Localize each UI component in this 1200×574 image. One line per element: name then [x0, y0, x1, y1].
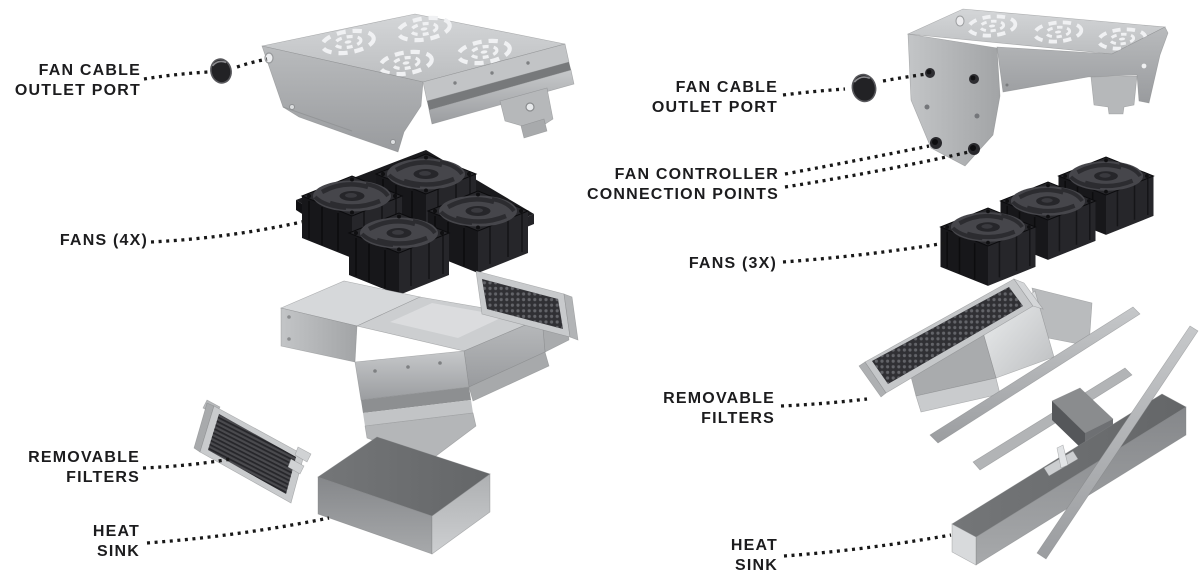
left-fans-4x [296, 150, 534, 295]
left-removable-filter [193, 399, 312, 504]
label-left-fans-4x: FANS (4X) [60, 231, 148, 251]
label-line: FAN CABLE [675, 79, 778, 96]
label-line: SINK [96, 543, 140, 560]
label-line: FANS (4X) [59, 232, 148, 249]
label-line: HEAT [92, 523, 140, 540]
left-fan-cable-outlet-plug [210, 58, 232, 84]
label-right-removable-filters: REMOVABLE FILTERS [663, 389, 775, 429]
label-right-heat-sink: HEAT SINK [731, 536, 778, 574]
leader-lines [142, 57, 970, 558]
label-line: FAN CONTROLLER [614, 166, 779, 183]
left-heat-sink [317, 436, 491, 555]
label-right-fans-3x: FANS (3X) [689, 254, 777, 274]
label-line: FILTERS [66, 469, 140, 486]
label-line: CONNECTION POINTS [587, 186, 779, 203]
label-line: HEAT [730, 537, 778, 554]
label-line: SINK [734, 557, 778, 574]
label-line: OUTLET PORT [14, 82, 141, 99]
label-right-fan-cable-outlet-port: FAN CABLE OUTLET PORT [652, 78, 778, 118]
left-top-cover-bracket [261, 14, 575, 153]
right-removable-filter [858, 278, 1044, 398]
label-line: REMOVABLE [28, 449, 140, 466]
label-line: FANS (3X) [688, 255, 777, 272]
label-left-heat-sink: HEAT SINK [93, 522, 140, 562]
label-line: FILTERS [701, 410, 775, 427]
right-top-cover-bracket [906, 8, 1169, 167]
left-chassis-duct [280, 270, 579, 460]
right-fan-cable-outlet-plug [851, 73, 877, 103]
label-line: FAN CABLE [38, 62, 141, 79]
right-mounting-rail [1036, 325, 1199, 560]
label-right-fan-controller-connection-points: FAN CONTROLLER CONNECTION POINTS [587, 165, 779, 205]
label-left-fan-cable-outlet-port: FAN CABLE OUTLET PORT [15, 61, 141, 101]
label-left-removable-filters: REMOVABLE FILTERS [28, 448, 140, 488]
label-line: OUTLET PORT [651, 99, 778, 116]
right-fans-3x [941, 157, 1154, 286]
label-line: REMOVABLE [663, 390, 775, 407]
